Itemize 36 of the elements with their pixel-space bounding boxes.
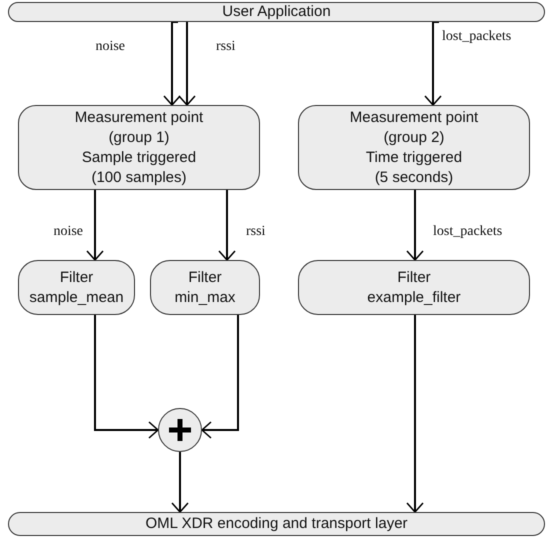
arrow: [406, 190, 424, 261]
node-text: Measurement point: [350, 108, 478, 128]
arrow: [94, 315, 159, 439]
node-text: Time triggered: [366, 148, 462, 168]
node-text: (100 samples): [91, 168, 187, 188]
node-text: Measurement point: [74, 108, 204, 128]
arrow: [406, 315, 424, 513]
arrow: [218, 190, 236, 261]
layer-band: [8, 512, 545, 536]
sum-circle: [158, 408, 202, 452]
process-box: [18, 260, 135, 315]
node-text: (5 seconds): [374, 168, 454, 188]
node-text: User Application: [222, 2, 331, 22]
node-text: sample_mean: [29, 288, 124, 308]
arrow: [86, 190, 104, 261]
edge-label: lost_packets: [441, 29, 512, 45]
node-text: (group 2): [384, 128, 444, 148]
layer-band: [8, 2, 545, 22]
arrow: [163, 21, 181, 106]
node-text: OML XDR encoding and transport layer: [145, 514, 408, 534]
arrow: [178, 22, 196, 106]
node-text: Sample triggered: [82, 148, 196, 168]
process-box: [18, 105, 260, 190]
arrow: [201, 315, 239, 439]
process-box: [298, 105, 530, 190]
node-text: Filter: [188, 268, 222, 288]
process-box: [150, 260, 260, 315]
process-box: [298, 260, 530, 315]
edge-label: lost_packets: [432, 224, 504, 240]
node-text: Filter: [60, 268, 94, 288]
node-text: (group 1): [108, 128, 170, 148]
arrow: [424, 21, 442, 106]
node-text: Filter: [397, 268, 431, 288]
node-text: example_filter: [367, 288, 461, 308]
node-text: min_max: [174, 288, 236, 308]
arrow: [171, 452, 189, 513]
